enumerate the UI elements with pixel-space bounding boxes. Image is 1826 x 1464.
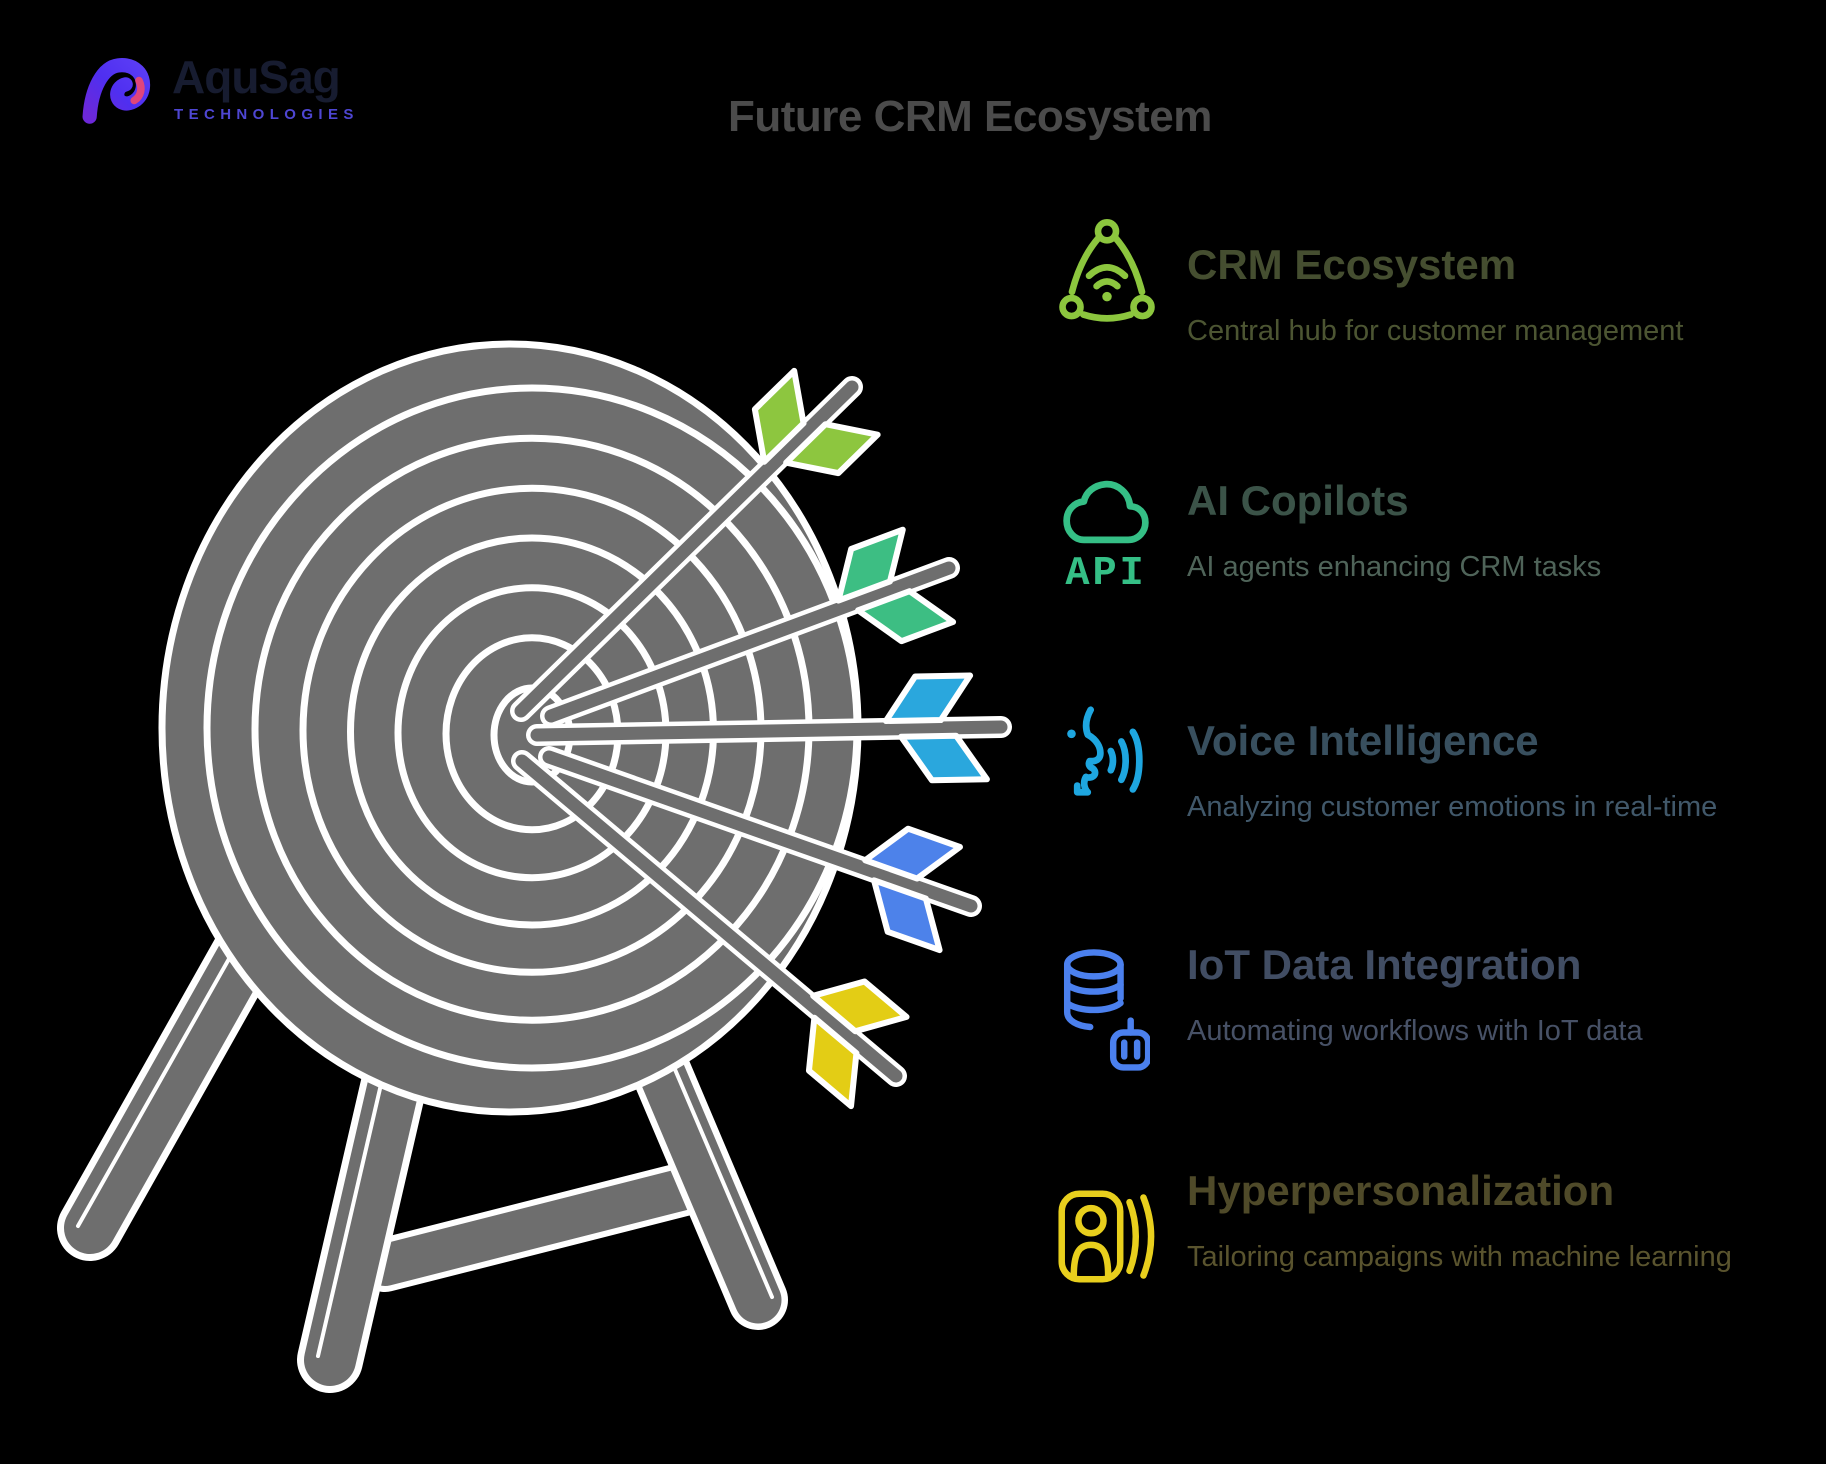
arrow-blue (538, 746, 982, 954)
arrow-emerald (540, 526, 960, 727)
logo-mark-icon (82, 58, 151, 124)
fletching (862, 825, 963, 954)
voice-profile-icon (1067, 706, 1143, 796)
logo: AquSag TECHNOLOGIES (0, 0, 420, 140)
item-heading: CRM Ecosystem (1187, 241, 1517, 288)
list-item-ai-copilots: API AI Copilots AI agents enhancing CRM … (1052, 455, 1816, 607)
iot-database-icon (1063, 949, 1150, 1071)
arrow-yellow (511, 750, 910, 1110)
arrows (510, 367, 1012, 1110)
item-description: Central hub for customer management (1187, 315, 1684, 347)
fletching (835, 526, 957, 645)
list-item-voice-intelligence: Voice Intelligence Analyzing customer em… (1052, 695, 1816, 847)
item-description: Tailoring campaigns with machine learnin… (1187, 1241, 1732, 1273)
item-description: Analyzing customer emotions in real-time (1187, 791, 1718, 823)
arrow-green (510, 367, 881, 722)
person-card-icon (1058, 1190, 1155, 1283)
arrow-cyan (526, 672, 1012, 784)
logo-tagline: TECHNOLOGIES (174, 106, 359, 123)
item-description: AI agents enhancing CRM tasks (1187, 551, 1602, 583)
list-item-hyperpersonalization: Hyperpersonalization Tailoring campaigns… (1052, 1145, 1816, 1297)
item-heading: IoT Data Integration (1187, 941, 1582, 988)
api-label: API (1065, 551, 1146, 594)
fletching (751, 367, 881, 477)
list-item-iot-data-integration: IoT Data Integration Automating workflow… (1052, 919, 1816, 1071)
logo-brand: AquSag (172, 51, 341, 103)
item-heading: Voice Intelligence (1187, 717, 1539, 764)
cloud-api-icon: API (1063, 480, 1149, 594)
item-heading: AI Copilots (1187, 477, 1409, 524)
page-title: Future CRM Ecosystem (728, 92, 1212, 141)
list-item-crm-ecosystem: CRM Ecosystem Central hub for customer m… (1052, 219, 1816, 371)
fletching (882, 672, 990, 784)
item-description: Automating workflows with IoT data (1187, 1015, 1643, 1047)
fletching (805, 978, 910, 1110)
item-heading: Hyperpersonalization (1187, 1167, 1615, 1214)
network-icon (1059, 219, 1155, 322)
